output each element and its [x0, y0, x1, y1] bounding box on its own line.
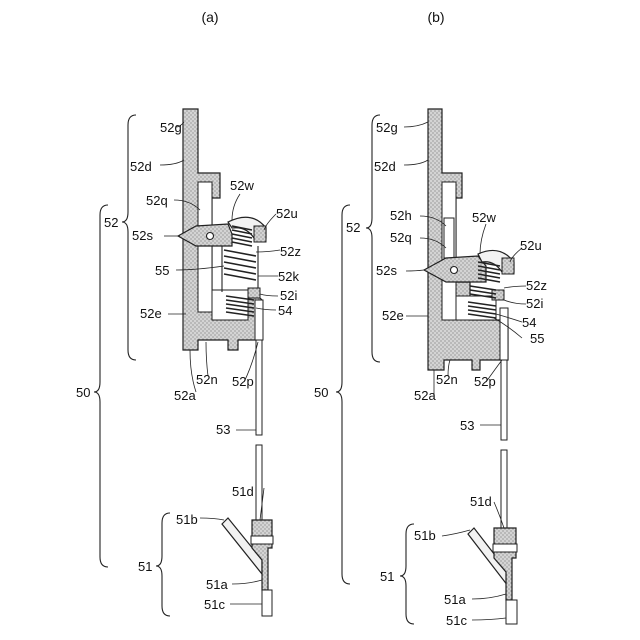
brace-b-51: [400, 524, 414, 624]
brace-label-a-52: 52: [104, 215, 118, 230]
label-a-54: 54: [278, 303, 292, 318]
clip-51d-a: [251, 536, 273, 544]
label-b-52d: 52d: [374, 159, 396, 174]
housing-body-b: [428, 109, 508, 370]
label-b-52e: 52e: [382, 308, 404, 323]
label-b-53: 53: [460, 418, 474, 433]
brace-label-a-51: 51: [138, 559, 152, 574]
label-b-51a: 51a: [444, 592, 466, 607]
clip-51d-b: [493, 544, 517, 552]
brace-b-52: [366, 115, 380, 362]
panel-a: (a): [76, 9, 301, 616]
part-52h-b: [444, 218, 454, 258]
inner-cavity-a: [198, 182, 212, 312]
panel-a-caption: (a): [201, 9, 218, 25]
label-b-52z: 52z: [526, 278, 547, 293]
label-a-52z: 52z: [280, 244, 301, 259]
panel-b-caption: (b): [427, 9, 444, 25]
foot-51c-b: [506, 600, 517, 624]
housing-52-a: [178, 109, 266, 350]
latch-52i-a: [248, 288, 260, 298]
label-b-52w: 52w: [472, 210, 496, 225]
label-b-52p: 52p: [474, 374, 496, 389]
rod-53-lower-b: [501, 450, 507, 530]
braces-b: [336, 115, 414, 624]
label-a-53: 53: [216, 422, 230, 437]
label-a-52q: 52q: [146, 193, 168, 208]
label-a-51d: 51d: [232, 484, 254, 499]
label-b-52q: 52q: [390, 230, 412, 245]
label-a-52w: 52w: [230, 178, 254, 193]
label-a-52i: 52i: [280, 288, 297, 303]
brace-label-b-50: 50: [314, 385, 328, 400]
label-b-52g: 52g: [376, 120, 398, 135]
label-a-51a: 51a: [206, 577, 228, 592]
label-a-51b: 51b: [176, 512, 198, 527]
label-a-52a: 52a: [174, 388, 196, 403]
brace-label-a-50: 50: [76, 385, 90, 400]
tab-52u-a: [254, 226, 266, 242]
guide-52p-a: [255, 300, 263, 340]
brace-a-51: [156, 513, 170, 616]
brace-label-b-51: 51: [380, 569, 394, 584]
rod-53-upper-a: [256, 340, 262, 435]
foot-51c-a: [262, 590, 272, 616]
label-a-55: 55: [155, 263, 169, 278]
label-b-52n: 52n: [436, 372, 458, 387]
pivot-pin-b: [451, 267, 458, 274]
label-a-52p: 52p: [232, 374, 254, 389]
braces-a: [94, 115, 170, 616]
label-a-52k: 52k: [278, 269, 299, 284]
base-51-a: [222, 518, 273, 616]
spring-55-a: [224, 250, 256, 280]
label-b-52a: 52a: [414, 388, 436, 403]
latch-52i-b: [492, 290, 504, 300]
brace-label-b-52: 52: [346, 220, 360, 235]
label-b-52h: 52h: [390, 208, 412, 223]
label-b-51b: 51b: [414, 528, 436, 543]
label-a-52n: 52n: [196, 372, 218, 387]
label-b-55: 55: [530, 331, 544, 346]
brace-b-50: [336, 205, 350, 584]
label-b-51c: 51c: [446, 613, 467, 628]
panel-b: (b): [314, 9, 547, 628]
label-a-52d: 52d: [130, 159, 152, 174]
label-a-52s: 52s: [132, 228, 153, 243]
label-b-52u: 52u: [520, 238, 542, 253]
label-b-54: 54: [522, 315, 536, 330]
label-b-52i: 52i: [526, 296, 543, 311]
pivot-pin-a: [207, 233, 214, 240]
label-a-52u: 52u: [276, 206, 298, 221]
label-a-52g: 52g: [160, 120, 182, 135]
housing-52-b: [424, 109, 514, 370]
brace-a-50: [94, 205, 108, 567]
tab-52u-b: [502, 258, 514, 274]
label-a-52e: 52e: [140, 306, 162, 321]
rod-53-upper-b: [501, 360, 507, 440]
label-b-52s: 52s: [376, 263, 397, 278]
base-51-b: [468, 528, 517, 624]
label-b-51d: 51d: [470, 494, 492, 509]
label-a-51c: 51c: [204, 597, 225, 612]
